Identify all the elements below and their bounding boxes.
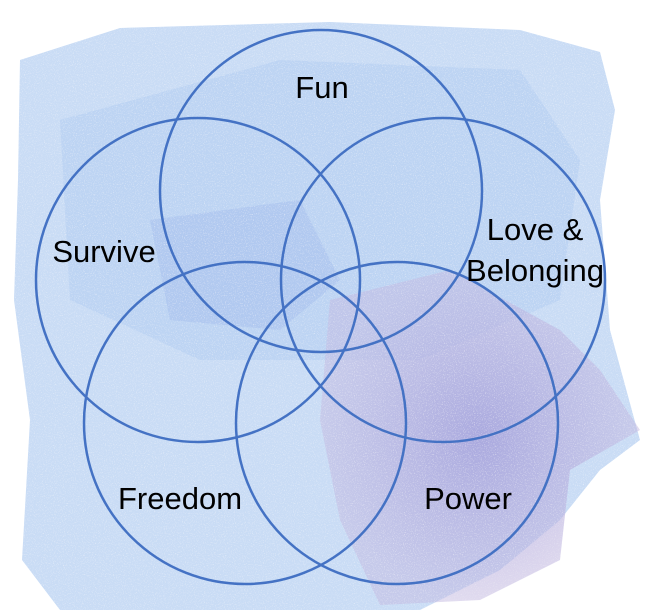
circle-fun: [158, 28, 484, 354]
circle-love: [279, 116, 607, 444]
label-love: Belonging: [466, 253, 604, 288]
circle-survive: [34, 116, 362, 444]
circle-freedom: [82, 260, 408, 586]
label-fun: Fun: [295, 70, 348, 105]
circle-power: [234, 260, 560, 586]
watercolor-background: [14, 22, 640, 610]
label-love: Love &: [487, 212, 584, 247]
label-power: Power: [424, 481, 512, 516]
label-survive: Survive: [52, 234, 155, 269]
label-freedom: Freedom: [118, 481, 242, 516]
